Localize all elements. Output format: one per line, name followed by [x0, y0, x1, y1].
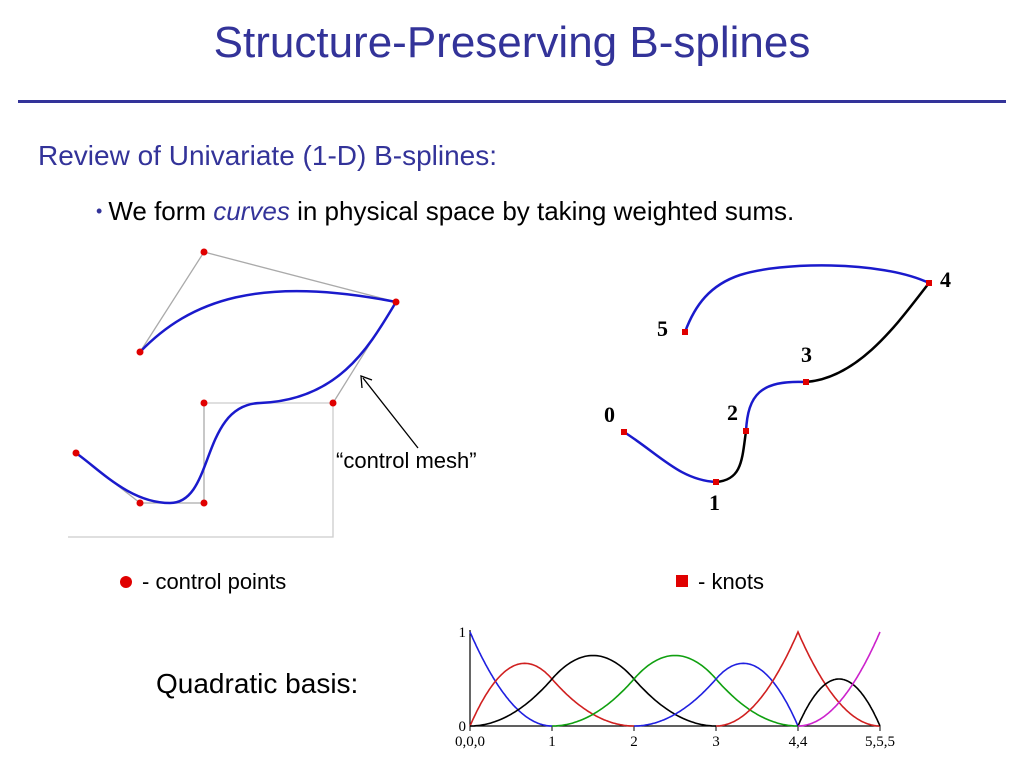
- basis-series-5: [716, 630, 880, 727]
- knot-marker: [713, 479, 719, 485]
- control-point: [136, 348, 144, 356]
- basis-series-1: [469, 662, 634, 727]
- control-point: [200, 399, 208, 407]
- knot-marker: [926, 280, 932, 286]
- y-tick-label-1: 1: [459, 625, 467, 641]
- control-point: [72, 449, 80, 457]
- basis-series-3: [552, 654, 798, 727]
- legend-control-points: - control points: [142, 569, 287, 594]
- knot-marker: [682, 329, 688, 335]
- control-point: [329, 399, 337, 407]
- mesh-upper: [139, 251, 398, 404]
- section-subtitle: Review of Univariate (1-D) B-splines:: [38, 140, 498, 171]
- knot-points: [621, 280, 932, 485]
- x-tick-label-0: 0,0,0: [455, 734, 485, 750]
- basis-series-2: [470, 654, 716, 727]
- x-tick-label-4: 4,4: [789, 734, 808, 750]
- tick-group: 0,0,0 1 2 3 4,4 5,5,5 0 1: [455, 625, 895, 750]
- x-tick-label-1: 1: [548, 734, 556, 750]
- x-tick-label-3: 3: [712, 734, 720, 750]
- x-tick-label-5: 5,5,5: [865, 734, 895, 750]
- control-point: [136, 499, 144, 507]
- x-tick-label-2: 2: [630, 734, 638, 750]
- title-rule: [18, 100, 1006, 103]
- segment-2-3: [744, 380, 807, 432]
- knot-marker: [743, 428, 749, 434]
- right-spline-curve: [623, 264, 930, 484]
- annotation-arrow: [360, 375, 419, 449]
- control-mesh-annotation: “control mesh”: [336, 448, 477, 473]
- bullet-dot-icon: •: [96, 201, 103, 221]
- control-point: [200, 499, 208, 507]
- bullet-line: •We form curves in physical space by tak…: [96, 196, 794, 227]
- segment-1-2: [715, 430, 748, 484]
- mesh-frame: [68, 403, 334, 538]
- basis-chart: 0,0,0 1 2 3 4,4 5,5,5 0 1: [455, 625, 895, 750]
- legend-control-point-icon: [120, 576, 132, 588]
- left-spline-curve: [75, 289, 398, 505]
- knot-label-5: 5: [657, 316, 668, 341]
- slide-title: Structure-Preserving B-splines: [213, 18, 811, 67]
- bullet-suffix: in physical space by taking weighted sum…: [289, 196, 795, 226]
- knot-label-1: 1: [709, 490, 720, 515]
- legend-knots: - knots: [698, 569, 765, 594]
- bullet-prefix: We form: [108, 196, 214, 226]
- knot-label-2: 2: [727, 400, 738, 425]
- basis-series-4: [634, 662, 799, 727]
- knot-label-4: 4: [940, 267, 951, 292]
- knot-label-0: 0: [604, 402, 615, 427]
- bullet-emphasis: curves: [213, 196, 290, 226]
- legend-knot-icon: [676, 575, 688, 587]
- control-points: [72, 248, 400, 507]
- basis-series-7: [798, 631, 881, 727]
- segment-0-1: [623, 430, 717, 484]
- control-point: [200, 248, 208, 256]
- basis-label: Quadratic basis:: [156, 668, 359, 699]
- control-point: [392, 298, 400, 306]
- mesh-lower: [75, 403, 205, 504]
- knot-labels: 0 1 2 3 4 5: [604, 267, 951, 515]
- knot-marker: [621, 429, 627, 435]
- annotation-text: control mesh: [343, 448, 470, 473]
- basis-series-6: [797, 678, 881, 727]
- segment-4-5: [683, 264, 930, 333]
- y-tick-label-0: 0: [459, 719, 467, 735]
- knot-marker: [803, 379, 809, 385]
- knot-label-3: 3: [801, 342, 812, 367]
- segment-3-4: [805, 282, 930, 384]
- basis-series-0: [469, 631, 552, 727]
- series-group: [469, 630, 881, 727]
